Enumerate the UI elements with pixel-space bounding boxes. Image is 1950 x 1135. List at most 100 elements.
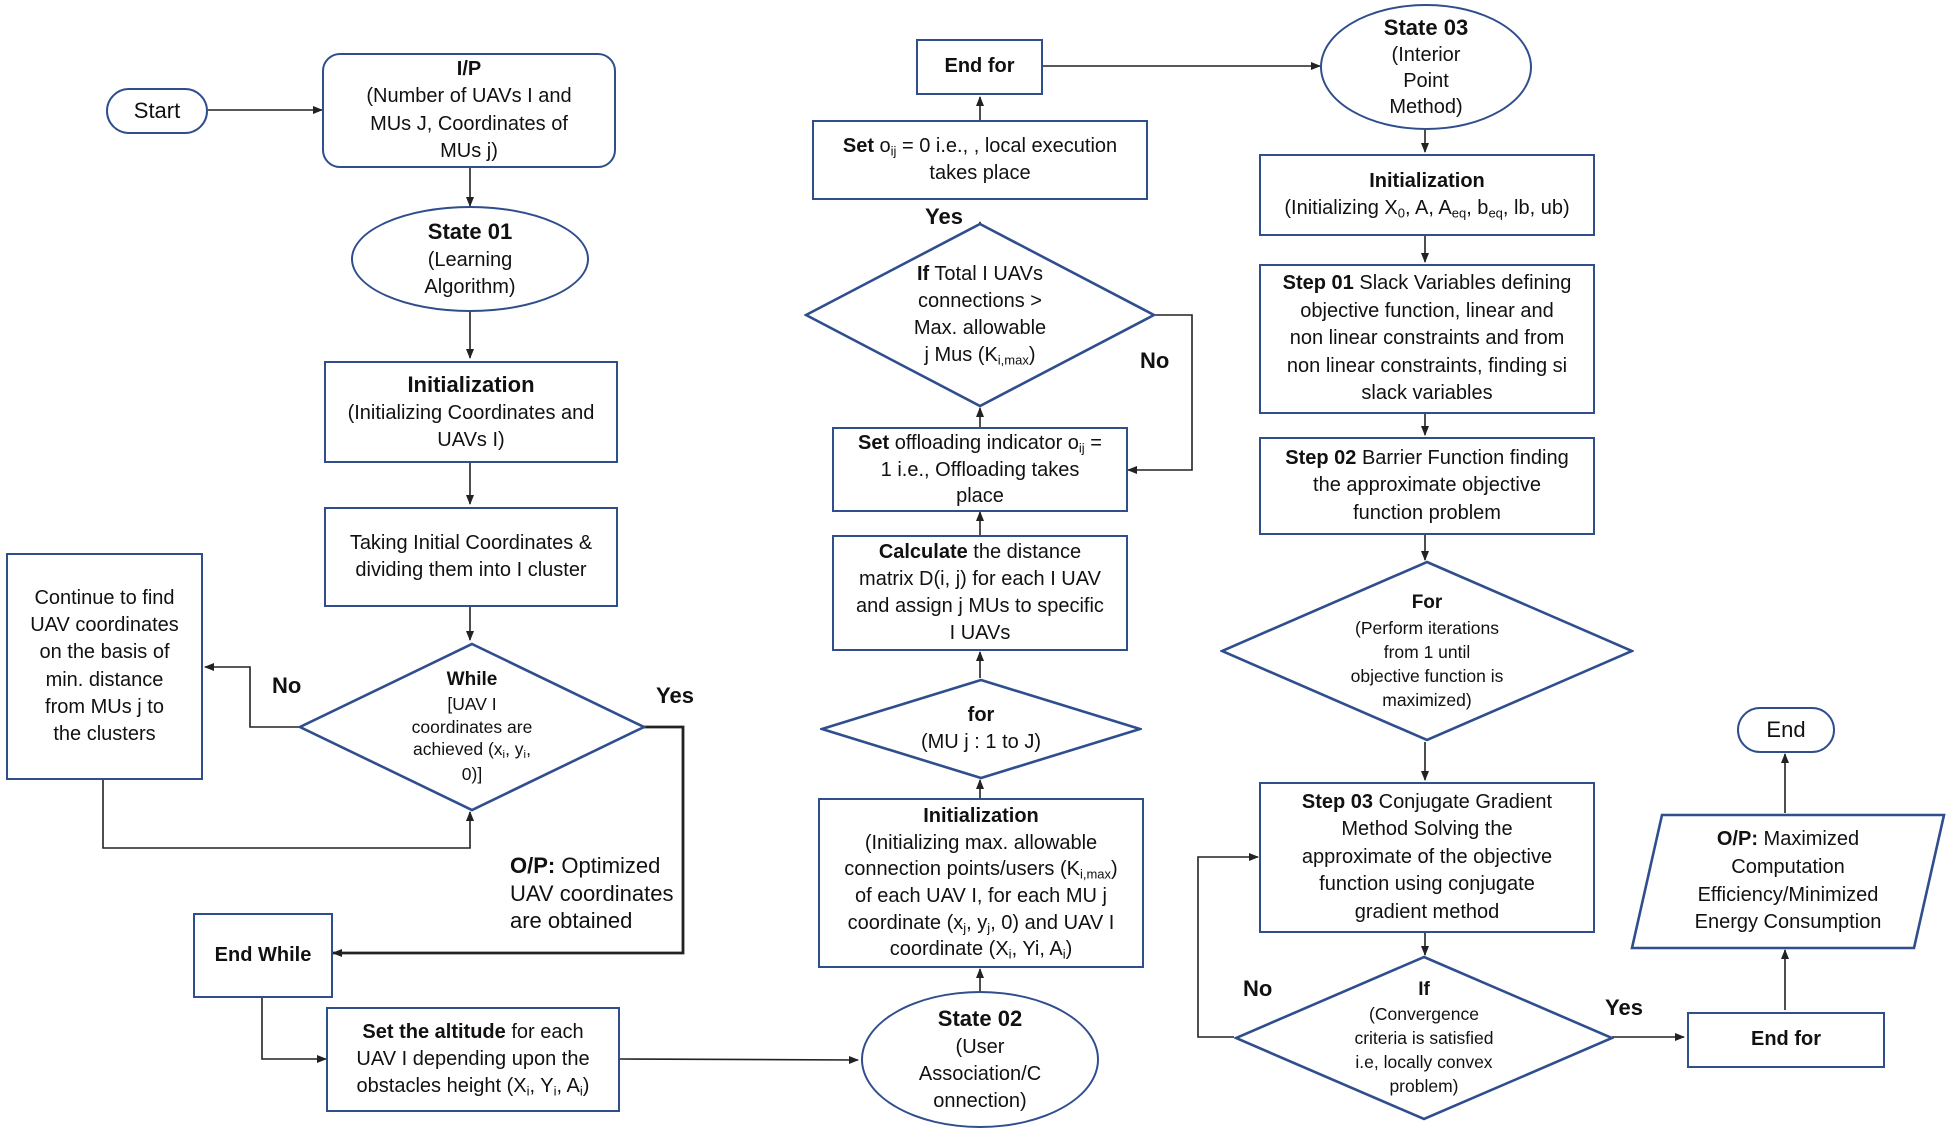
set-altitude-node: Set the altitude for each UAV I dependin… xyxy=(326,1007,620,1112)
subscript: i xyxy=(502,749,506,762)
if-conv-yes-label: Yes xyxy=(1605,995,1643,1020)
init2-line: (Initializing max. allowable xyxy=(864,831,1098,854)
while-line: coordinates are xyxy=(411,716,533,737)
while-line: 0)] xyxy=(461,764,483,785)
init2-text: coordinate (x xyxy=(847,911,964,934)
state01-node: State 01 (Learning Algorithm) xyxy=(351,206,589,312)
input-node: I/P (Number of UAVs I and MUs J, Coordin… xyxy=(322,53,616,168)
if-conv-node: If (Convergence criteria is satisfied i.… xyxy=(1234,955,1614,1121)
init2-text: ) xyxy=(1065,938,1073,961)
set-local-node: Set oij = 0 i.e., , local execution take… xyxy=(812,120,1148,200)
input-line: MUs J, Coordinates of xyxy=(370,112,568,135)
if-conv-line: criteria is satisfied xyxy=(1354,1028,1494,1049)
step01-text: Slack Variables defining xyxy=(1353,272,1572,295)
end-while-label: End While xyxy=(214,943,312,966)
set-off-bold: Set xyxy=(858,431,890,454)
input-line: MUs j) xyxy=(440,139,498,162)
end-label: End xyxy=(1766,717,1806,743)
init2-node: Initialization (Initializing max. allowa… xyxy=(818,798,1144,968)
step03-line: gradient method xyxy=(1354,900,1500,923)
subscript: eq xyxy=(1488,205,1503,221)
while-title: While xyxy=(446,669,498,691)
state02-line: (User xyxy=(955,1035,1005,1058)
for-iter-line: objective function is xyxy=(1350,666,1504,687)
end-for-1-label: End for xyxy=(944,55,1015,78)
if-conv-line: problem) xyxy=(1389,1075,1459,1096)
set-local-bold: Set xyxy=(842,134,874,157)
set-alt-text: obstacles height (X xyxy=(356,1075,527,1098)
while-no-label: No xyxy=(272,673,302,698)
input-title: I/P xyxy=(456,58,482,81)
if-total-text: ) xyxy=(1028,344,1036,366)
subscript: ij xyxy=(1078,440,1085,456)
init2-text: connection points/users (K xyxy=(844,858,1080,881)
state02-line: Association/C xyxy=(918,1062,1042,1085)
state03-title: State 03 xyxy=(1383,14,1469,40)
state01-title: State 01 xyxy=(427,218,513,244)
set-offloading-node: Set offloading indicator oij = 1 i.e., O… xyxy=(832,427,1128,512)
taking-node: Taking Initial Coordinates & dividing th… xyxy=(324,507,618,607)
edge-while-continue xyxy=(204,663,300,728)
state03-node: State 03 (Interior Point Method) xyxy=(1320,4,1532,130)
continue-line: UAV coordinates xyxy=(30,614,179,637)
subscript: i xyxy=(1062,946,1066,962)
set-local-text: = 0 i.e., , local execution xyxy=(896,134,1118,157)
subscript: j xyxy=(963,919,967,935)
output-line: Efficiency/Minimized xyxy=(1697,883,1879,906)
subscript: j xyxy=(987,919,991,935)
step01-line: slack variables xyxy=(1361,382,1493,405)
input-line: (Number of UAVs I and xyxy=(366,85,572,108)
start-node: Start xyxy=(106,88,208,134)
step01-node: Step 01 Slack Variables defining objecti… xyxy=(1259,264,1595,414)
edge-setalt-state02 xyxy=(619,1055,859,1064)
diamond-shape xyxy=(1234,955,1614,1121)
continue-line: on the basis of xyxy=(39,641,170,664)
if-total-bold: If xyxy=(917,263,930,285)
parallelogram-shape xyxy=(1630,813,1946,950)
diamond-shape xyxy=(1220,560,1634,742)
if-total-node: If Total I UAVs connections > Max. allow… xyxy=(804,222,1156,408)
set-alt-text: , Y xyxy=(529,1075,554,1098)
op-note-line: are obtained xyxy=(510,908,633,933)
for-mu-node: for (MU j : 1 to J) xyxy=(820,678,1142,780)
set-alt-text: for each xyxy=(505,1020,584,1043)
init3-text: , b xyxy=(1466,197,1489,219)
diamond-shape xyxy=(820,678,1142,780)
for-iter-line: from 1 until xyxy=(1383,641,1471,662)
if-conv-line: (Convergence xyxy=(1369,1004,1479,1025)
taking-line: dividing them into I cluster xyxy=(355,559,587,581)
set-alt-text: ) xyxy=(582,1075,590,1098)
step02-text: Barrier Function finding xyxy=(1356,447,1569,470)
step03-bold: Step 03 xyxy=(1301,790,1374,813)
set-local-text: o xyxy=(873,134,891,157)
end-for-1-node: End for xyxy=(916,39,1043,95)
end-for-2-label: End for xyxy=(1751,1028,1821,1051)
step03-line: Method Solving the xyxy=(1341,818,1513,841)
for-iter-title: For xyxy=(1411,591,1443,613)
step03-line: function using conjugate xyxy=(1319,873,1535,896)
continue-line: Continue to find xyxy=(34,586,175,609)
calc-line: and assign j MUs to specific xyxy=(856,595,1104,617)
continue-node: Continue to find UAV coordinates on the … xyxy=(6,553,203,780)
state01-line: Algorithm) xyxy=(424,275,516,298)
set-alt-text: , A xyxy=(556,1075,580,1098)
for-mu-line: (MU j : 1 to J) xyxy=(920,731,1041,753)
if-total-line: Max. allowable xyxy=(913,317,1047,339)
if-conv-line: i.e, locally convex xyxy=(1355,1051,1493,1072)
set-off-text: offloading indicator o xyxy=(889,431,1079,454)
init3-text: (Initializing X xyxy=(1284,197,1398,219)
subscript: eq xyxy=(1451,205,1467,221)
output-bold: O/P: xyxy=(1716,828,1758,851)
subscript: i,max xyxy=(1079,866,1112,882)
continue-line: min. distance xyxy=(45,668,164,691)
while-yes-label: Yes xyxy=(656,683,694,708)
edge-while-endwhile xyxy=(332,725,685,957)
edge-endwhile-setalt xyxy=(261,998,327,1063)
for-iter-node: For (Perform iterations from 1 until obj… xyxy=(1220,560,1634,742)
step02-line: function problem xyxy=(1353,501,1501,524)
diamond-shape xyxy=(298,642,646,812)
set-off-text: = xyxy=(1084,431,1102,454)
edge-ifconv-step03 xyxy=(1197,853,1259,1038)
while-node: While [UAV I coordinates are achieved (x… xyxy=(298,642,646,812)
